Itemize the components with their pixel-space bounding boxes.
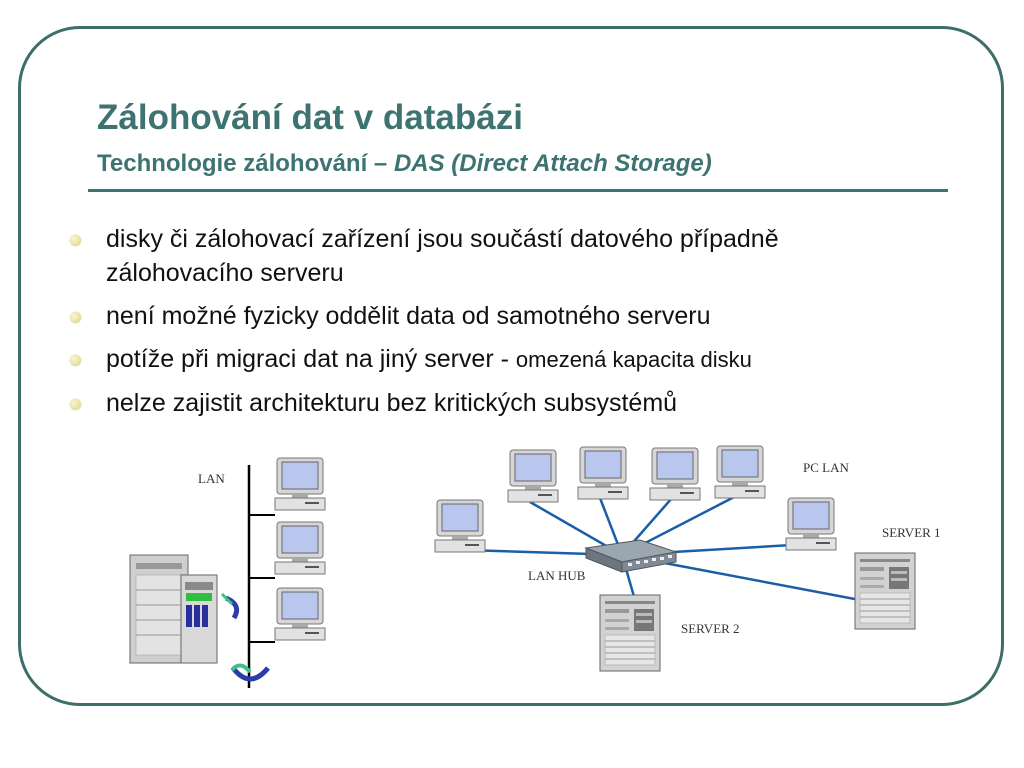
server1-label: SERVER 1: [882, 525, 941, 540]
bullet-text: není možné fyzicky oddělit data od samot…: [106, 302, 711, 330]
bullet-text: nelze zajistit architekturu bez kritický…: [106, 389, 678, 417]
bullet-dot-icon: [70, 312, 81, 323]
bullet-item: není možné fyzicky oddělit data od samot…: [70, 299, 970, 333]
bullet-dot-icon: [70, 399, 81, 410]
computer-icon: [649, 447, 701, 501]
lan-hub-label: LAN HUB: [528, 568, 586, 583]
computer-icon: [434, 499, 486, 553]
title-underline: [88, 189, 948, 192]
lan-hub-icon: [584, 539, 677, 573]
computer-icon: [785, 497, 837, 551]
lan-label: LAN: [198, 471, 225, 486]
slide-title: Zálohování dat v databázi: [97, 98, 523, 137]
bullet-item: disky či zálohovací zařízení jsou součás…: [70, 222, 970, 290]
backup-arrow-icon: [220, 592, 240, 620]
slide-subtitle: Technologie zálohování – DAS (Direct Att…: [97, 150, 712, 178]
computer-icon: [274, 587, 326, 641]
server1-icon: [854, 552, 916, 630]
das-diagram: LAN: [129, 457, 326, 688]
das-server-icon: [129, 554, 218, 664]
computer-icon: [577, 446, 629, 500]
bullet-dot-icon: [70, 355, 81, 366]
bullet-text: potíže při migraci dat na jiný server -: [106, 345, 516, 373]
bullet-dot-icon: [70, 235, 81, 246]
computer-icon: [714, 445, 766, 499]
bullet-text-small: omezená kapacita disku: [515, 347, 752, 372]
subtitle-italic: DAS (Direct Attach Storage): [393, 150, 712, 177]
computer-icon: [274, 457, 326, 511]
bullet-item: potíže při migraci dat na jiný server - …: [70, 342, 970, 377]
server2-icon: [599, 594, 661, 672]
slide-frame: [18, 26, 1004, 706]
bullet-list: disky či zálohovací zařízení jsou součás…: [70, 222, 970, 429]
computer-icon: [507, 449, 559, 503]
bullet-item: nelze zajistit architekturu bez kritický…: [70, 386, 970, 420]
lan-network-diagram: PC LAN LAN HUB SERVER 1 SERVER 2: [434, 445, 941, 672]
bullet-text: disky či zálohovací zařízení jsou součás…: [106, 225, 779, 253]
subtitle-prefix: Technologie zálohování –: [97, 150, 394, 177]
server2-label: SERVER 2: [681, 621, 740, 636]
restore-arrow-icon: [230, 663, 270, 682]
pc-lan-label: PC LAN: [803, 460, 849, 475]
bullet-text-line2: zálohovacího serveru: [106, 259, 344, 287]
computer-icon: [274, 521, 326, 575]
